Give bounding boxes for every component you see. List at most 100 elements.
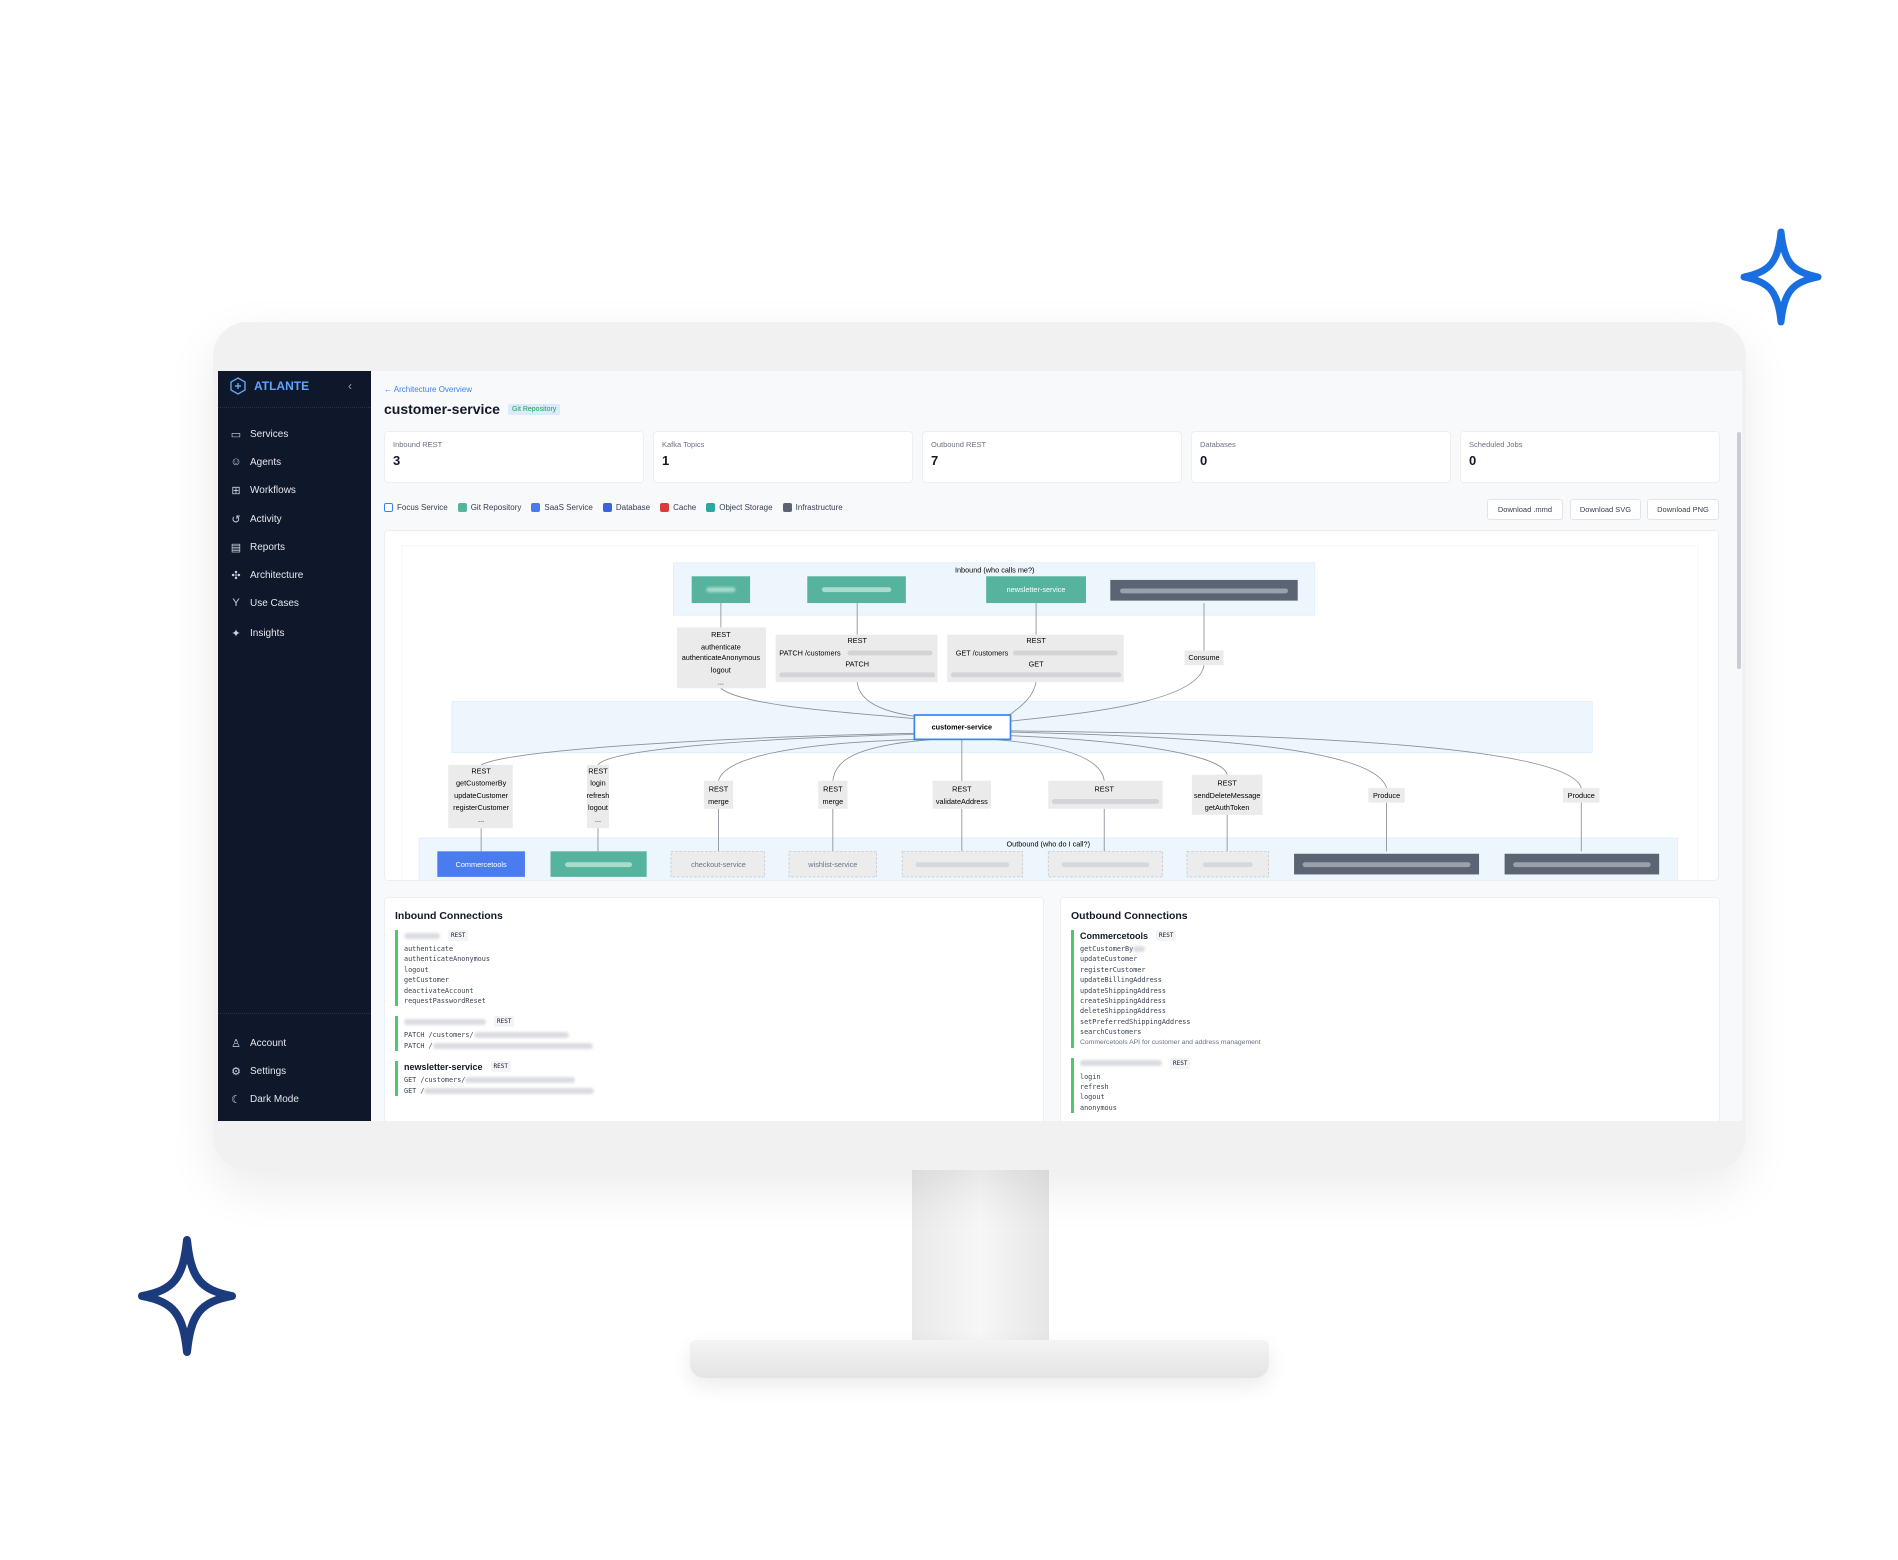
legend-label: Object Storage <box>719 503 773 512</box>
monitor-stand-base <box>690 1340 1269 1378</box>
diagram-canvas[interactable]: Inbound (who calls me?) Outbound (who do… <box>385 531 1719 881</box>
legend-label: Database <box>615 503 651 512</box>
network-icon: ✣ <box>231 569 241 582</box>
operation: searchCustomers <box>1080 1028 1142 1037</box>
outbound-edge-label: REST merge <box>703 780 734 809</box>
redacted-text <box>1120 588 1288 594</box>
legend-infrastructure: Infrastructure <box>782 503 843 512</box>
stat-label: Scheduled Jobs <box>1469 440 1523 449</box>
edge <box>1010 603 1205 722</box>
legend-database: Database <box>602 503 651 512</box>
sidebar-item-agents[interactable]: ☺Agents <box>230 454 281 470</box>
edge <box>856 603 915 717</box>
operation: createShippingAddress <box>1080 997 1166 1006</box>
operation: authenticate <box>404 945 454 953</box>
operation: deactivateAccount <box>404 986 474 995</box>
operation: setPreferredShippingAddress <box>1080 1017 1191 1026</box>
outbound-edge-label: REST login refresh logout ... <box>587 764 610 829</box>
edges <box>480 603 1582 852</box>
download-svg-button[interactable]: Download SVG <box>1570 499 1641 520</box>
panel-title: Outbound Connections <box>1071 910 1188 922</box>
download-png-button[interactable]: Download PNG <box>1647 499 1719 520</box>
sidebar-item-activity[interactable]: ↺Activity <box>230 511 281 527</box>
collapse-sidebar-button[interactable]: ‹ <box>348 379 352 393</box>
stat-value: 1 <box>662 453 670 468</box>
architecture-diagram[interactable]: Inbound (who calls me?) Outbound (who do… <box>384 530 1719 881</box>
edge-label-line: ... <box>718 678 724 687</box>
app-screen: ATLANTE ‹ ▭Services ☺Agents ⊞Workflows ↺… <box>218 371 1742 1121</box>
edge-label-line: REST <box>711 630 731 639</box>
edge-label-line: Produce <box>1373 791 1400 800</box>
sidebar-item-reports[interactable]: ▤Reports <box>230 539 285 555</box>
legend-swatch <box>457 503 467 512</box>
connection-description: Commercetools API for customer and addre… <box>1080 1038 1261 1046</box>
operation: PATCH / <box>404 1041 433 1050</box>
sidebar-item-dark-mode[interactable]: ☾ Dark Mode <box>230 1091 299 1107</box>
sidebar-item-account[interactable]: ♙Account <box>230 1035 286 1051</box>
sidebar-item-label: Account <box>250 1037 287 1049</box>
sidebar-item-workflows[interactable]: ⊞Workflows <box>230 482 296 498</box>
outbound-edge-label: Produce <box>1563 788 1600 803</box>
outbound-node-checkout-service[interactable] <box>670 850 766 878</box>
brand-logo[interactable]: ATLANTE <box>230 377 309 395</box>
edge <box>1010 730 1582 852</box>
divider <box>218 1013 371 1014</box>
edge-label-line: REST <box>1217 779 1237 788</box>
moon-icon: ☾ <box>231 1093 241 1106</box>
edge-label-line: logout <box>711 665 731 674</box>
node-label: Commercetools <box>456 860 507 869</box>
monitor-stand-neck <box>912 1170 1049 1350</box>
hexagon-logo-icon <box>230 377 246 395</box>
edge <box>480 732 915 852</box>
outbound-edge-label: REST merge <box>818 780 848 809</box>
edge-label-line: REST <box>952 785 972 794</box>
edge-label-line: refresh <box>587 791 610 800</box>
stat-value: 0 <box>1469 453 1477 468</box>
sidebar-item-insights[interactable]: ✦Insights <box>230 625 284 641</box>
sidebar-item-architecture[interactable]: ✣ Architecture <box>230 567 303 583</box>
diagram-legend: Focus Service Git Repository SaaS Servic… <box>384 503 843 512</box>
legend-label: Focus Service <box>397 503 448 512</box>
sidebar-item-settings[interactable]: ⚙Settings <box>230 1063 286 1079</box>
edge-label-line: REST <box>823 785 843 794</box>
download-mmd-button[interactable]: Download .mmd <box>1487 499 1563 520</box>
vertical-scrollbar[interactable] <box>1737 432 1741 669</box>
redacted-service-name <box>1080 1060 1162 1067</box>
stat-label: Outbound REST <box>931 440 987 449</box>
sidebar-item-label: Dark Mode <box>250 1093 299 1105</box>
edge-label-line: REST <box>471 766 491 775</box>
panel-title: Inbound Connections <box>395 910 503 922</box>
connection-entry: REST PATCH /customers/ PATCH / <box>395 1016 1033 1052</box>
edge-label-line: REST <box>709 785 729 794</box>
robot-icon: ☺ <box>230 456 242 468</box>
inbound-node-newsletter-service[interactable] <box>986 576 1086 604</box>
service-name: newsletter-service <box>404 1061 483 1072</box>
edge <box>1010 731 1387 852</box>
edge-label-line: REST <box>1026 636 1046 645</box>
breadcrumb-back-link[interactable]: ← Architecture Overview <box>384 385 473 394</box>
edge-label-line: ... <box>595 815 601 824</box>
edge-label-line: getCustomerBy <box>456 779 507 788</box>
edge-label-line: Consume <box>1188 653 1219 662</box>
operation: login <box>1080 1072 1101 1081</box>
service-name: Commercetools <box>1080 930 1149 941</box>
edge-label-line: PATCH /customers <box>779 648 841 657</box>
edge <box>992 738 1105 852</box>
fork-icon: Y <box>232 597 240 609</box>
outbound-node-wishlist-service[interactable] <box>788 850 878 878</box>
operation: getCustomer <box>404 976 450 985</box>
operation: requestPasswordReset <box>404 997 486 1006</box>
legend-label: Cache <box>673 503 697 512</box>
outbound-node-commercetools[interactable] <box>437 851 525 877</box>
focus-node-customer-service[interactable] <box>913 714 1012 741</box>
edge-label-line: getAuthToken <box>1205 803 1250 812</box>
sparkles-icon: ✦ <box>231 627 241 640</box>
stat-value: 3 <box>393 453 401 468</box>
sidebar-item-services[interactable]: ▭Services <box>230 426 289 442</box>
sidebar-item-label: Architecture <box>250 569 304 581</box>
edge-label-line: REST <box>847 636 867 645</box>
